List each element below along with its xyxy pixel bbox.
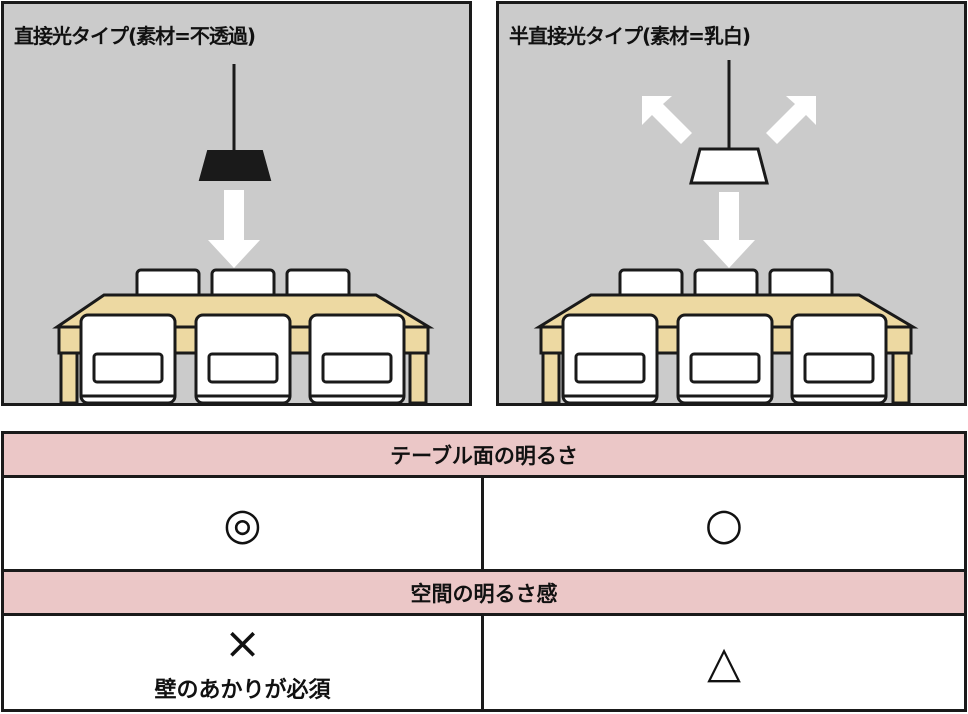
space-brightness-heading: 空間の明るさ感 (1, 569, 967, 616)
up-right-light-arrow (766, 96, 816, 144)
semi-direct-light-panel: 半直接光タイプ(素材=乳白) (496, 1, 967, 406)
comparison-table: テーブル面の明るさ ◎ ○ 空間の明るさ感 × 壁のあかりが必須 △ (1, 431, 967, 712)
down-light-arrow (208, 190, 260, 268)
semi-direct-space-rating-cell: △ (484, 616, 964, 709)
down-light-arrow (703, 192, 755, 268)
table-leg (541, 351, 561, 403)
semi-direct-table-rating-cell: ○ (484, 478, 964, 572)
panel-title: 半直接光タイプ(素材=乳白) (509, 24, 751, 48)
pendant-shade-milky (689, 147, 769, 185)
table-leg (408, 351, 428, 403)
front-chair (79, 313, 177, 403)
front-chair (790, 313, 888, 403)
circle-rating: ○ (704, 499, 744, 550)
cross-rating: × (224, 617, 261, 669)
front-chair (194, 313, 292, 403)
direct-light-scene (52, 64, 435, 403)
front-chair (561, 313, 659, 403)
space-brightness-row: × 壁のあかりが必須 △ (1, 616, 967, 712)
direct-table-rating-cell: ◎ (4, 478, 484, 572)
semi-direct-light-scene (533, 60, 919, 403)
front-chair (308, 313, 406, 403)
panel-title: 直接光タイプ(素材=不透過) (14, 24, 256, 48)
table-leg (891, 351, 911, 403)
direct-space-rating-cell: × 壁のあかりが必須 (4, 616, 484, 709)
wall-light-required-note: 壁のあかりが必須 (154, 677, 331, 703)
up-left-light-arrow (642, 96, 692, 144)
pendant-shade-opaque (198, 150, 272, 181)
front-chair (676, 313, 774, 403)
direct-light-panel: 直接光タイプ(素材=不透過) (1, 1, 472, 406)
table-brightness-row: ◎ ○ (1, 478, 967, 572)
table-leg (59, 351, 79, 403)
double-circle-rating: ◎ (223, 499, 262, 550)
triangle-rating: △ (707, 636, 741, 688)
table-brightness-heading: テーブル面の明るさ (1, 431, 967, 478)
